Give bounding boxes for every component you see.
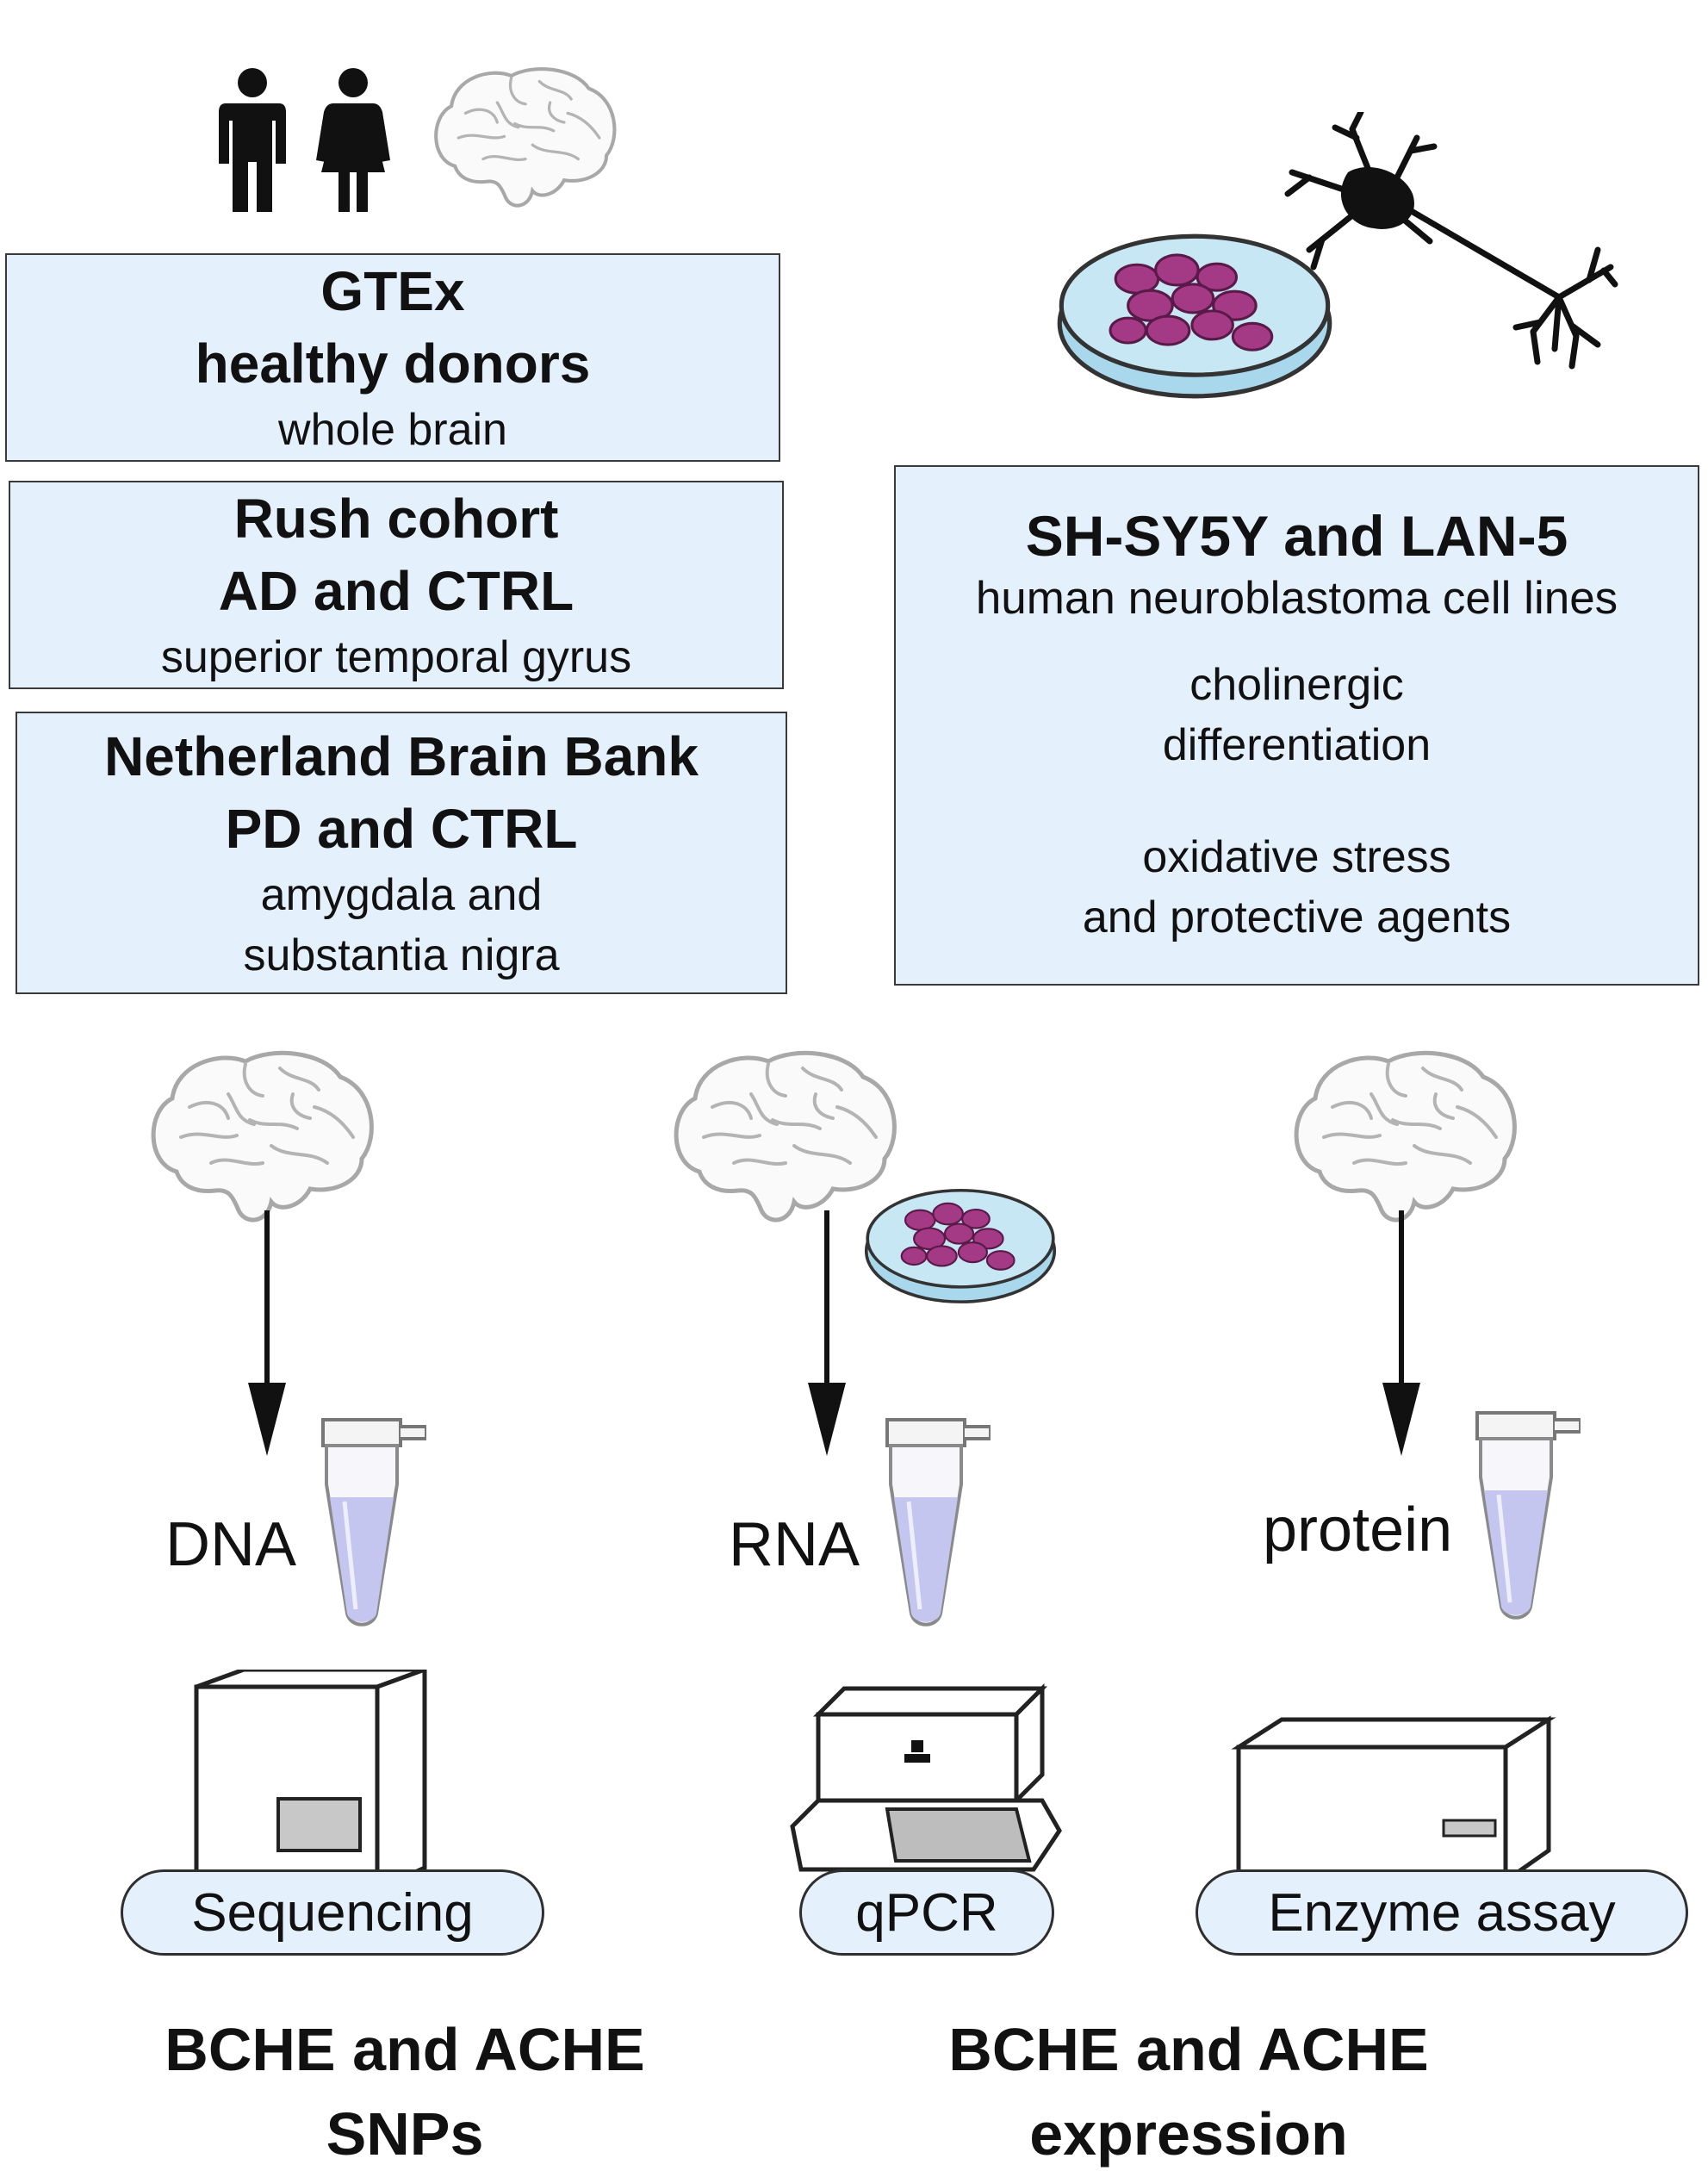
snps-outcome-line-2: SNPs	[326, 2100, 484, 2168]
qpcr-machine-icon	[790, 1683, 1062, 1872]
man-icon	[219, 68, 286, 212]
tube-icon	[297, 1403, 426, 1635]
expression-outcome-line-1: BCHE and ACHE	[948, 2016, 1429, 2083]
cell-lines-box: SH-SY5Y and LAN-5 human neuroblastoma ce…	[894, 465, 1699, 986]
nbb-tissue-1: amygdala and	[260, 870, 543, 920]
cell-lines-condition-1a: cholinergic	[1189, 660, 1404, 710]
snps-outcome: BCHE and ACHE SNPs	[86, 2007, 724, 2176]
protein-label: protein	[1263, 1496, 1453, 1564]
down-arrow-icon	[248, 1210, 286, 1456]
sequencing-method: Sequencing	[121, 1869, 544, 1956]
cell-lines-title: SH-SY5Y and LAN-5	[1025, 504, 1568, 568]
neuron-icon	[1284, 112, 1618, 370]
rush-title: Rush cohort	[233, 488, 559, 550]
petri-dish-icon	[861, 1180, 1059, 1309]
cell-lines-condition-2b: and protective agents	[1082, 893, 1512, 942]
rna-label: RNA	[729, 1510, 860, 1579]
qpcr-method: qPCR	[799, 1869, 1054, 1956]
gtex-tissue: whole brain	[278, 405, 507, 455]
nbb-subtitle: PD and CTRL	[225, 798, 578, 860]
rush-tissue: superior temporal gyrus	[160, 632, 632, 682]
cell-lines-condition-2a: oxidative stress	[1142, 832, 1451, 882]
expression-outcome-line-2: expression	[1029, 2100, 1348, 2168]
nbb-tissue-2: substantia nigra	[243, 930, 560, 980]
enzyme-reader-icon	[1231, 1715, 1556, 1885]
down-arrow-icon	[1382, 1210, 1420, 1456]
brain-icon	[422, 60, 629, 215]
rush-box: Rush cohort AD and CTRL superior tempora…	[9, 481, 784, 689]
brain-icon	[142, 1042, 383, 1232]
expression-outcome: BCHE and ACHE expression	[870, 2007, 1507, 2176]
gtex-subtitle: healthy donors	[195, 333, 591, 395]
woman-icon	[316, 68, 390, 212]
tube-icon	[1451, 1396, 1581, 1628]
cell-lines-condition-1b: differentiation	[1162, 720, 1432, 770]
enzyme-assay-method: Enzyme assay	[1196, 1869, 1688, 1956]
cell-lines-subtitle: human neuroblastoma cell lines	[975, 573, 1618, 624]
tube-icon	[861, 1403, 991, 1635]
nbb-box: Netherland Brain Bank PD and CTRL amygda…	[16, 712, 787, 994]
brain-icon	[1285, 1042, 1526, 1232]
nbb-title: Netherland Brain Bank	[104, 725, 699, 787]
gtex-box: GTEx healthy donors whole brain	[5, 253, 780, 462]
gtex-title: GTEx	[320, 260, 465, 322]
rush-subtitle: AD and CTRL	[218, 560, 575, 622]
snps-outcome-line-1: BCHE and ACHE	[165, 2016, 645, 2083]
dna-label: DNA	[165, 1510, 297, 1579]
down-arrow-icon	[808, 1210, 846, 1456]
